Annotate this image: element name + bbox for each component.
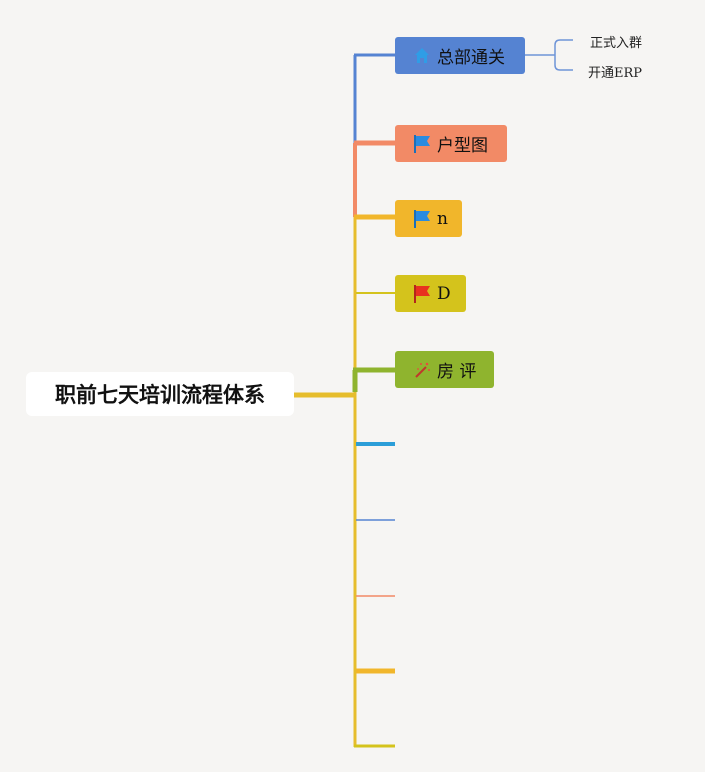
magic-wand-icon <box>413 360 431 380</box>
branch-label-1: 总部通关 <box>437 48 505 68</box>
branch-label-4: D <box>437 283 451 304</box>
branch-label-3: n <box>437 208 448 229</box>
branch-node-4[interactable]: D <box>395 275 466 312</box>
sub-connector-bracket <box>554 39 573 71</box>
root-node[interactable]: 职前七天培训流程体系 <box>26 372 294 416</box>
root-label: 职前七天培训流程体系 <box>55 383 265 407</box>
blue-flag-icon <box>413 209 431 229</box>
branch-node-1[interactable]: 总部通关 <box>395 37 525 74</box>
sub-item-1[interactable]: 正式入群 <box>590 36 643 51</box>
sub-item-2[interactable]: 开通ERP <box>588 66 643 81</box>
red-flag-icon <box>413 284 431 304</box>
branch-node-2[interactable]: 户型图 <box>395 125 507 162</box>
branch-node-5[interactable]: 房 评 <box>395 351 494 388</box>
blue-flag-icon <box>413 134 431 154</box>
branch-node-3[interactable]: n <box>395 200 462 237</box>
branch-label-2: 户型图 <box>437 136 488 156</box>
home-icon <box>413 46 431 66</box>
branch-label-5: 房 评 <box>437 362 477 382</box>
